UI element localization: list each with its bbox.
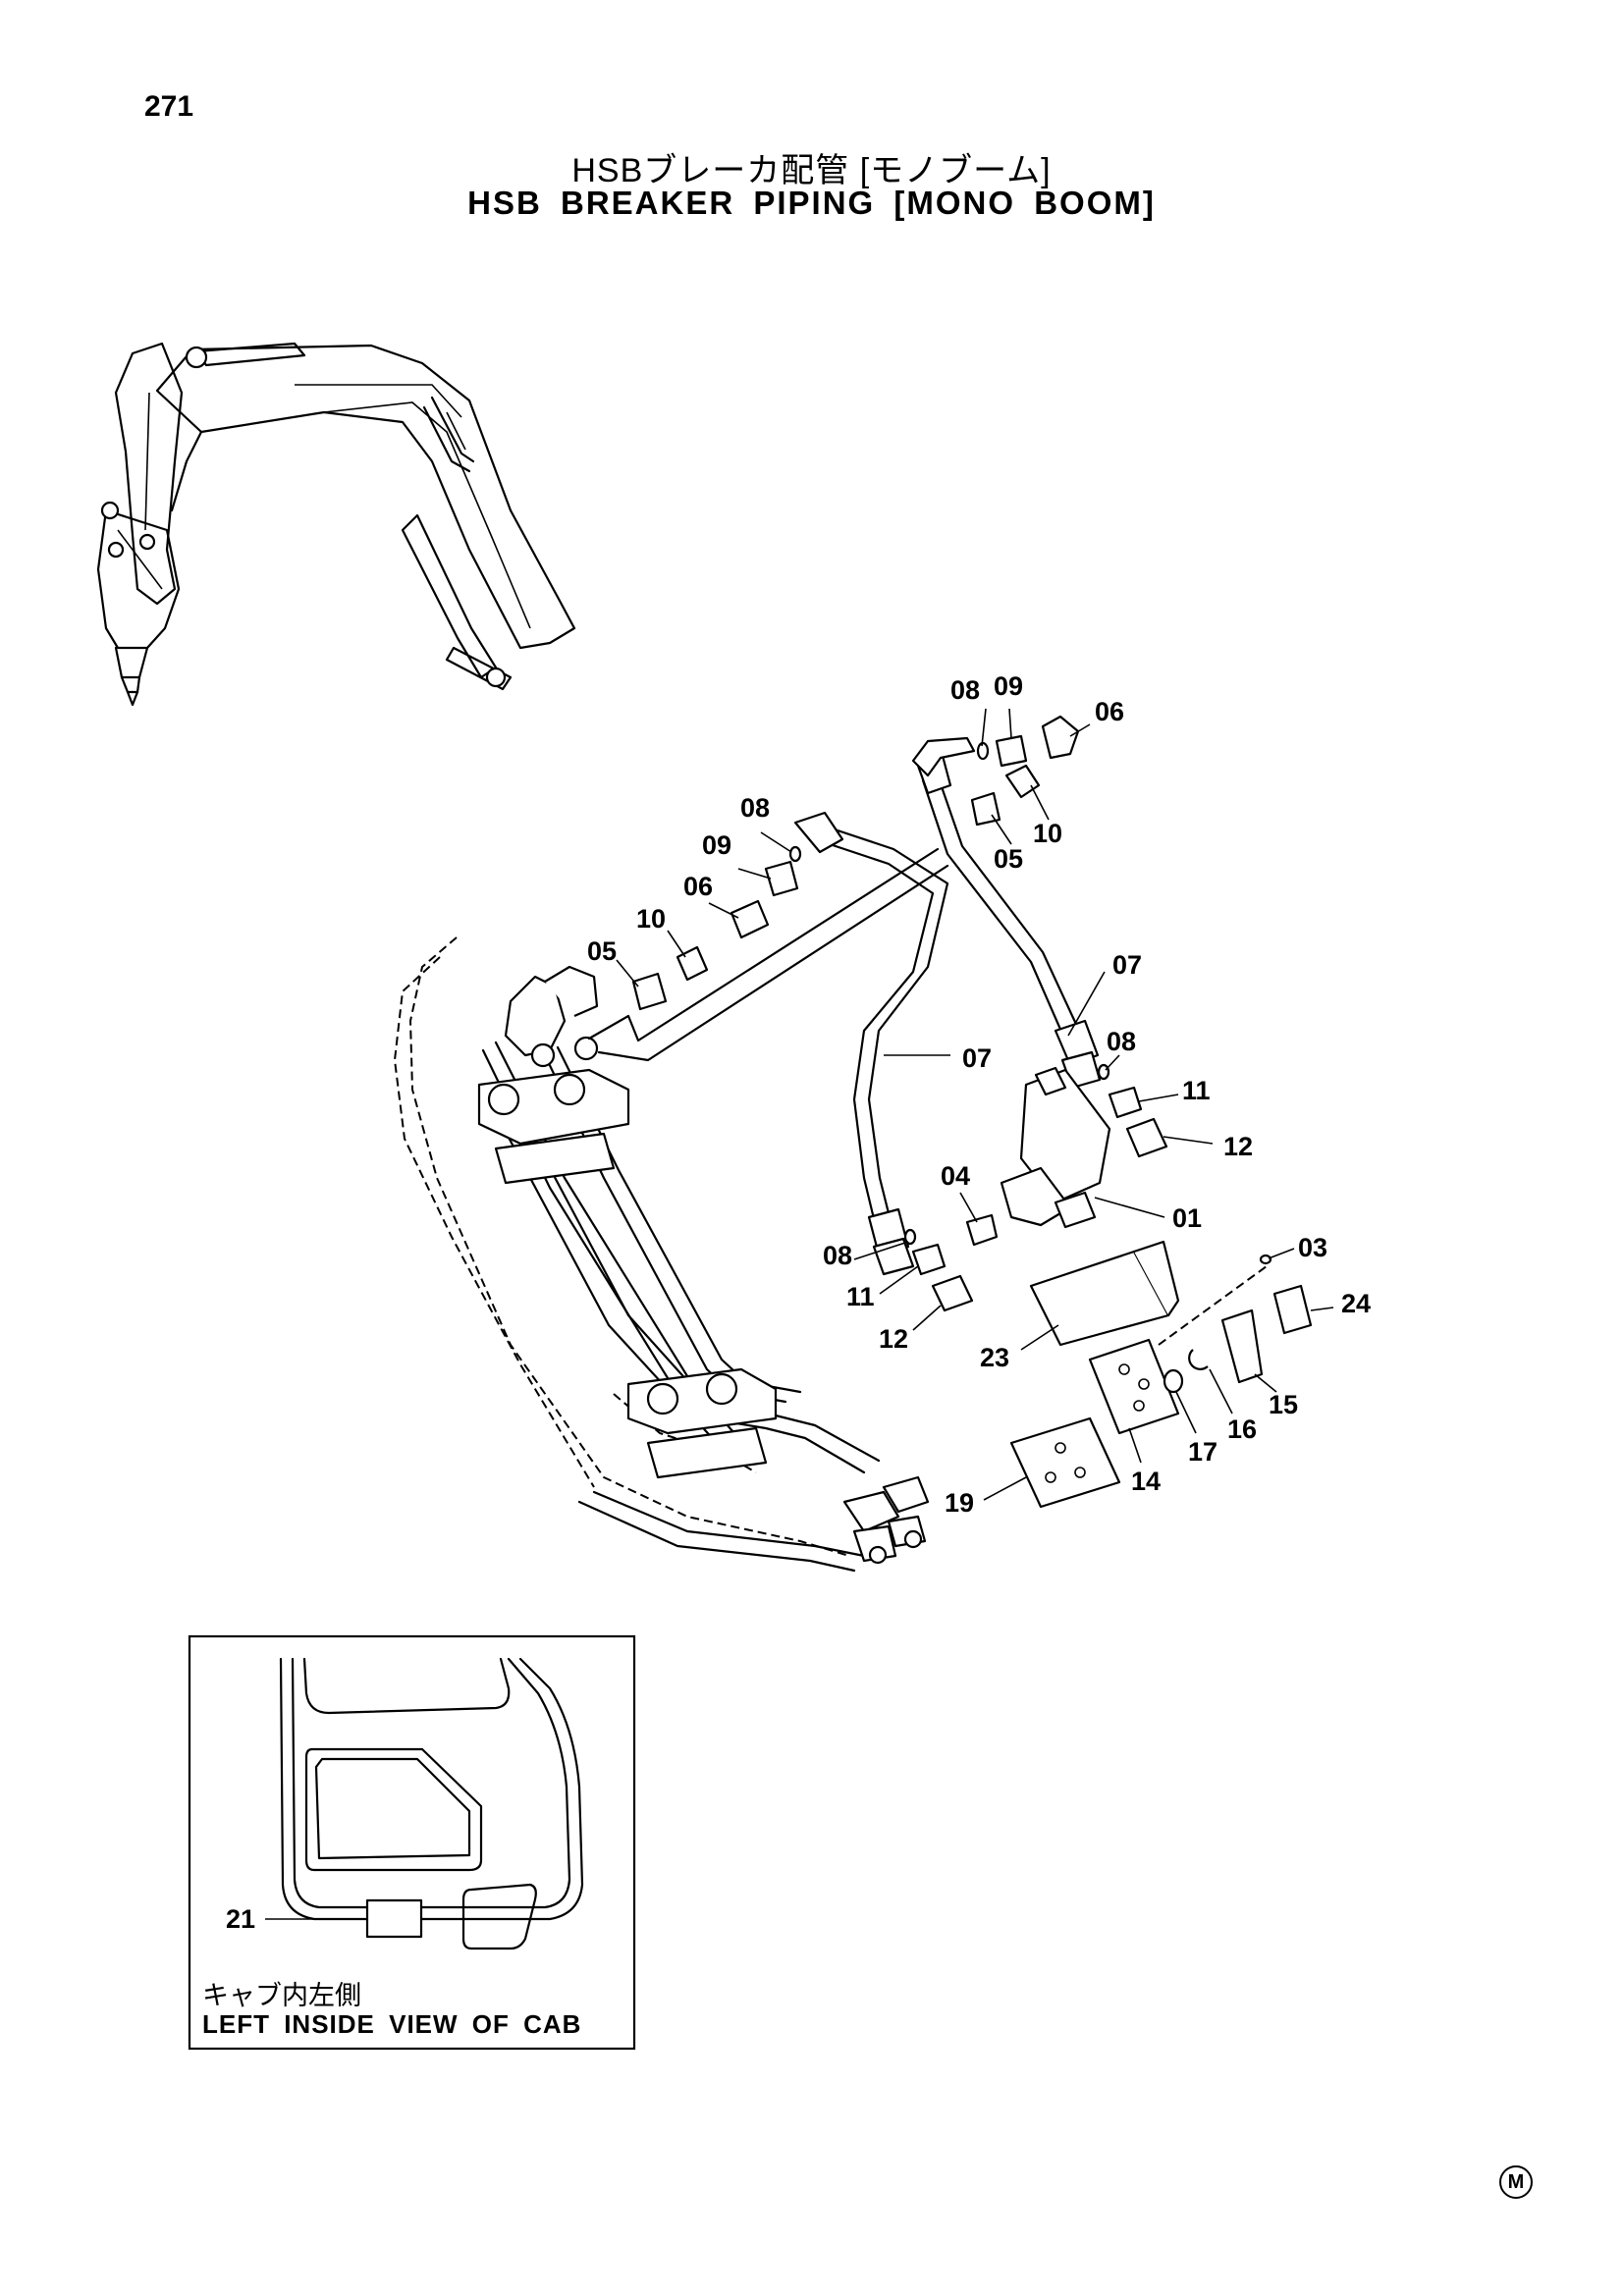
ring-03 <box>1259 1254 1272 1265</box>
label-17: 17 <box>1188 1437 1217 1467</box>
label-09-top: 09 <box>994 671 1023 701</box>
label-12-left: 12 <box>879 1324 908 1354</box>
adapter-09-top <box>995 734 1028 768</box>
nut-10-top <box>1004 764 1041 799</box>
label-10-top: 10 <box>1033 819 1062 848</box>
o-ring-08-mid <box>788 845 802 863</box>
cab-inset-view: 21 <box>188 1634 636 2051</box>
boom-piping-assembly <box>393 708 1334 1573</box>
label-05-mid: 05 <box>587 936 617 966</box>
cap-06-mid <box>730 899 770 939</box>
excavator-overview-illustration <box>96 342 576 707</box>
label-11-right: 11 <box>1182 1076 1211 1105</box>
label-08-right: 08 <box>1107 1027 1136 1056</box>
label-06-mid: 06 <box>683 872 713 901</box>
adapter-05-mid <box>631 972 668 1011</box>
label-15: 15 <box>1269 1390 1298 1419</box>
label-04: 04 <box>941 1161 970 1191</box>
bolt-15 <box>1220 1308 1264 1384</box>
plug-04 <box>965 1213 999 1247</box>
adapter-11-right <box>1108 1086 1143 1119</box>
label-21: 21 <box>226 1904 255 1934</box>
label-11-left: 11 <box>846 1282 875 1311</box>
adapter-11-left <box>911 1243 947 1276</box>
lock-washer-16 <box>1188 1349 1209 1370</box>
label-23: 23 <box>980 1343 1009 1372</box>
plate-14 <box>1088 1338 1180 1435</box>
cap-06-top <box>1041 715 1080 760</box>
elbow-12-right <box>1125 1117 1168 1158</box>
label-05-top: 05 <box>994 844 1023 874</box>
o-ring-08-right <box>1097 1063 1110 1081</box>
inset-caption-japanese: キャブ内左側 <box>202 1981 361 2010</box>
washer-17 <box>1163 1368 1184 1394</box>
label-10-mid: 10 <box>636 904 666 934</box>
label-16: 16 <box>1227 1415 1257 1444</box>
label-24: 24 <box>1341 1289 1371 1318</box>
label-08-left: 08 <box>823 1241 852 1270</box>
title-english: HSB BREAKER PIPING [MONO BOOM] <box>467 185 1156 221</box>
o-ring-08-left <box>903 1228 917 1246</box>
valve-01 <box>1019 1068 1111 1204</box>
label-08-top: 08 <box>950 675 980 705</box>
label-06-top: 06 <box>1095 697 1124 726</box>
label-09-mid: 09 <box>702 830 731 860</box>
label-01: 01 <box>1172 1203 1202 1233</box>
label-08-mid: 08 <box>740 793 770 823</box>
circled-m-mark: M <box>1499 2165 1533 2199</box>
label-12-right: 12 <box>1223 1132 1253 1161</box>
page-number: 271 <box>144 90 194 123</box>
label-07-right: 07 <box>1112 950 1142 980</box>
label-plate-21 <box>365 1898 423 1939</box>
bolt-24 <box>1272 1284 1313 1335</box>
label-03: 03 <box>1298 1233 1327 1262</box>
label-07-left: 07 <box>962 1043 992 1073</box>
adapter-09-mid <box>764 860 799 897</box>
inset-caption-english: LEFT INSIDE VIEW OF CAB <box>202 2009 582 2039</box>
block-19 <box>1009 1416 1121 1509</box>
label-14: 14 <box>1131 1467 1161 1496</box>
o-ring-08-top <box>976 741 990 761</box>
elbow-12-left <box>931 1274 974 1312</box>
inset-frame <box>188 1634 636 2051</box>
title-japanese: HSBブレーカ配管 [モノブーム] <box>571 152 1052 189</box>
part-number-labels: 08 09 06 10 05 08 09 06 10 05 07 07 08 1… <box>587 671 1371 1518</box>
label-19: 19 <box>945 1488 974 1518</box>
